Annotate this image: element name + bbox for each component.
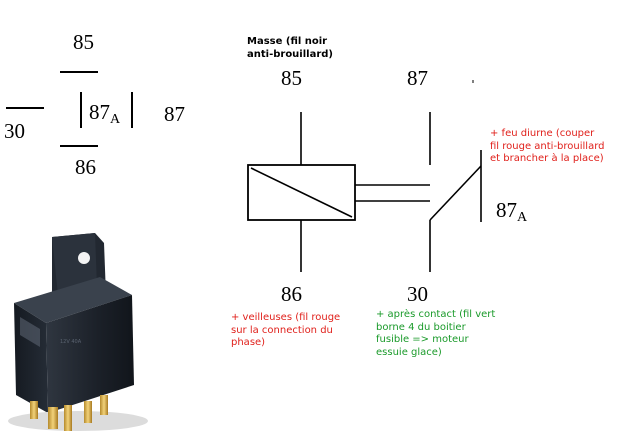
note-veilleuses: + veilleuses (fil rouge sur la connectio… [231, 312, 341, 348]
note-apres-contact: + après contact (fil vert borne 4 du boi… [376, 309, 496, 358]
schematic-label-30: 30 [407, 282, 428, 306]
coil-diagonal [250, 167, 353, 218]
pinout-bar-86 [60, 145, 98, 147]
switch-arm [429, 165, 482, 221]
automotive-relay-icon: 12V 40A [0, 225, 160, 440]
pinout-bar-87 [131, 92, 133, 128]
pinout-label-87a: 87A [89, 100, 121, 127]
pinout-bar-30 [6, 107, 44, 109]
pinout-bar-87a [80, 92, 82, 128]
pinout-label-87: 87 [164, 102, 185, 126]
pinout-label-30: 30 [4, 119, 25, 143]
pinout-label-86: 86 [75, 155, 96, 179]
schematic-label-87: 87 [407, 66, 428, 90]
svg-text:12V 40A: 12V 40A [60, 339, 82, 345]
schematic-label-85: 85 [281, 66, 302, 90]
relay-photo-graphic: 12V 40A [8, 233, 148, 431]
schematic-label-87a: 87A [496, 198, 528, 225]
note-feu-diurne: + feu diurne (couper fil rouge anti-brou… [490, 128, 605, 164]
pinout-bar-85 [60, 71, 98, 73]
schematic-label-86: 86 [281, 282, 302, 306]
coil-box [247, 164, 356, 221]
note-masse: Masse (fil noir anti-brouillard) [247, 36, 333, 60]
pinout-label-85: 85 [73, 30, 94, 54]
